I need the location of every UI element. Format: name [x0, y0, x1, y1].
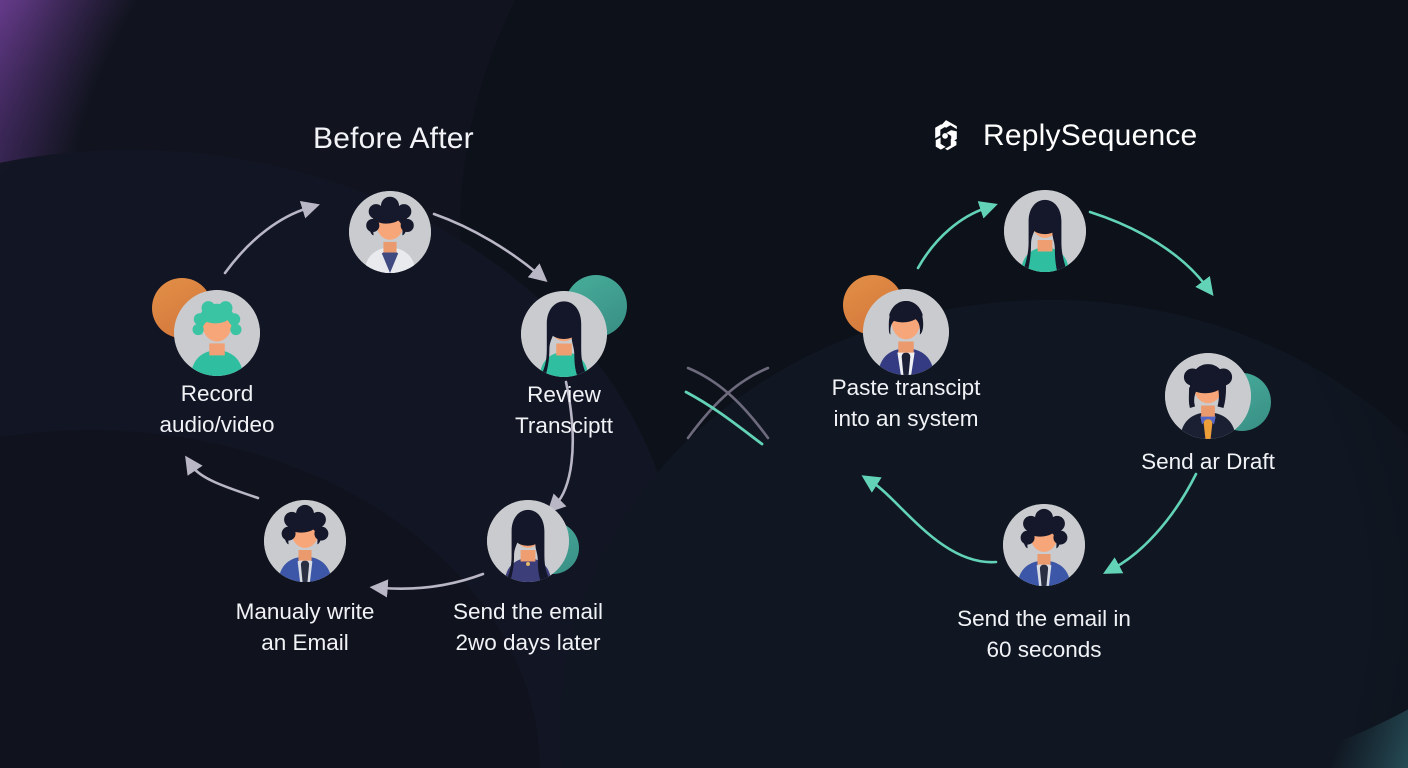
woman-teal-hair-avatar	[174, 290, 260, 376]
before-step-manual-write: Manualy write an Email	[236, 500, 374, 655]
after-step-paste: Paste transcipt into an system	[832, 275, 980, 431]
before-step-top	[349, 191, 431, 273]
woman-long-hair-avatar	[521, 291, 607, 377]
brand-name: ReplySequence	[983, 119, 1198, 152]
crossed-curves-x-icon	[684, 366, 770, 446]
man-blue-shirt-avatar	[264, 500, 346, 582]
after-step-send-60-label: Send the email in 60 seconds	[957, 606, 1131, 662]
before-after-title: Before After	[313, 122, 474, 155]
before-step-review: Review Transciptt	[515, 275, 627, 438]
background-blob	[0, 150, 680, 768]
before-step-send-2days: Send the email 2wo days later	[453, 500, 603, 655]
after-step-send-60: Send the email in 60 seconds	[957, 504, 1131, 662]
before-step-review-label: Review Transciptt	[515, 382, 613, 438]
hexagon-fragments-logo-icon	[935, 120, 957, 151]
after-step-top	[1004, 190, 1086, 272]
after-step-paste-label: Paste transcipt into an system	[831, 375, 981, 431]
after-step-draft-label: Send ar Draft	[1141, 449, 1275, 474]
after-step-draft: Send ar Draft	[1141, 353, 1275, 474]
woman-orange-tie-avatar	[1165, 353, 1251, 439]
before-step-manual-write-label: Manualy write an Email	[235, 599, 375, 655]
woman-teal-top-avatar	[1004, 190, 1086, 272]
before-step-record: Record audio/video	[152, 278, 275, 437]
woman-dark-hair-avatar	[349, 191, 431, 273]
woman-long-hair-avatar	[487, 500, 569, 582]
before-step-record-label: Record audio/video	[159, 381, 275, 437]
brand-lockup: ReplySequence	[928, 118, 1197, 154]
woman-navy-collar-avatar	[1003, 504, 1085, 586]
man-navy-suit-avatar	[863, 289, 949, 375]
before-step-send-2days-label: Send the email 2wo days later	[452, 599, 604, 655]
